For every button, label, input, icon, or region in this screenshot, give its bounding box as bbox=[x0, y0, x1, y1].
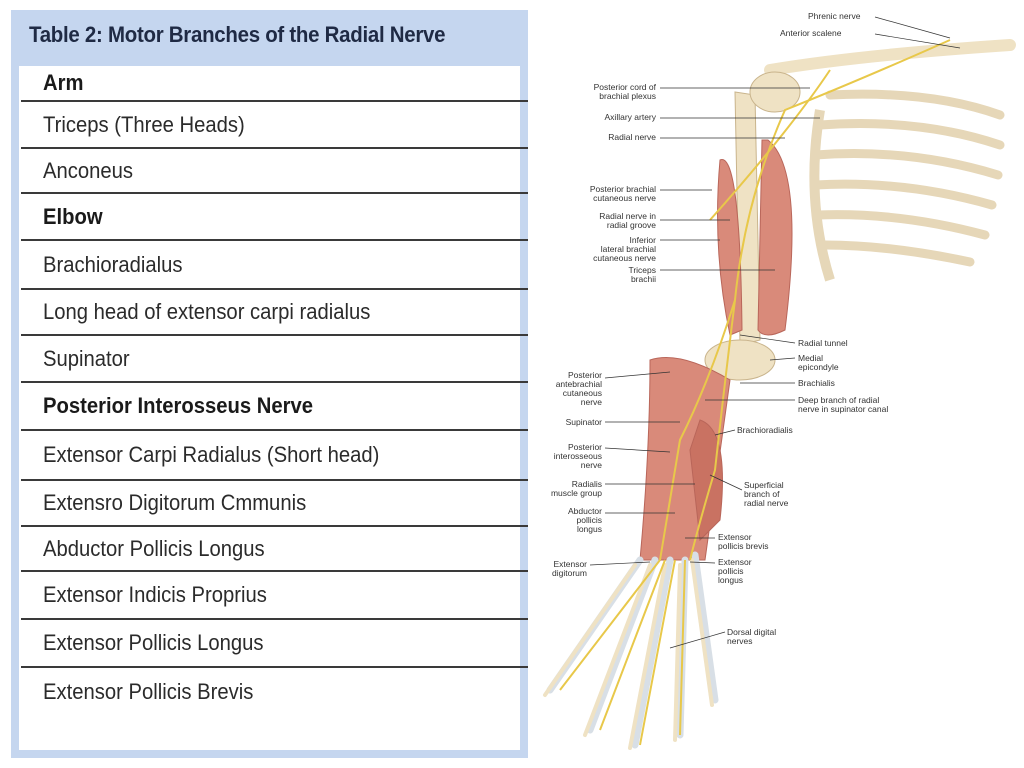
label-posterior-cord: Posterior cord of brachial plexus bbox=[593, 82, 656, 101]
table-row: Brachioradialus bbox=[21, 241, 528, 290]
label-deep-branch: Deep branch of radial nerve in supinator… bbox=[798, 395, 889, 414]
label-abductor-pollicis-longus: Abductor pollicis longus bbox=[567, 506, 602, 534]
hand-bones bbox=[543, 558, 714, 750]
muscle-name: Extensor Indicis Proprius bbox=[43, 582, 267, 607]
muscle-name: Extensor Pollicis Longus bbox=[43, 630, 264, 655]
label-dorsal-digital-nerves: Dorsal digital nerves bbox=[727, 627, 777, 646]
brachioradialis bbox=[689, 419, 723, 542]
label-anterior-scalene: Anterior scalene bbox=[780, 28, 842, 38]
radial-nerve-illustration: Phrenic nerve Anterior scalene Posterior… bbox=[530, 0, 1024, 768]
label-brachioradialis: Brachioradialis bbox=[737, 425, 793, 435]
label-extensor-pollicis-brevis: Extensor pollicis brevis bbox=[718, 532, 769, 551]
label-medial-epicondyle: Medial epicondyle bbox=[798, 353, 839, 372]
label-posterior-brachial-cutaneous: Posterior brachial cutaneous nerve bbox=[589, 184, 656, 203]
elbow bbox=[704, 339, 776, 381]
muscle-name: Long head of extensor carpi radialus bbox=[43, 299, 371, 324]
label-inferior-lateral-brachial: Inferior lateral brachial cutaneous nerv… bbox=[593, 235, 656, 263]
label-radial-nerve-groove: Radial nerve in radial groove bbox=[599, 211, 656, 230]
section-heading: Posterior Interosseus Nerve bbox=[43, 393, 313, 418]
table-row: Extensor Indicis Proprius bbox=[21, 572, 528, 620]
clavicle bbox=[764, 39, 1016, 76]
muscle-name: Abductor Pollicis Longus bbox=[43, 535, 265, 561]
muscle-name: Supinator bbox=[43, 345, 130, 371]
label-radial-tunnel: Radial tunnel bbox=[798, 338, 848, 348]
radial-nerve bbox=[559, 39, 951, 746]
table-section-row: Posterior Interosseus Nerve bbox=[21, 383, 528, 431]
table-row: Extensor Carpi Radialus (Short head) bbox=[21, 431, 528, 481]
label-radialis-muscle-group: Radialis muscle group bbox=[550, 479, 602, 498]
section-heading: Elbow bbox=[43, 203, 103, 229]
table-row: Extensor Pollicis Brevis bbox=[21, 668, 528, 716]
table-row: Supinator bbox=[21, 336, 528, 383]
label-posterior-antebrachial: Posterior antebrachial cutaneous nerve bbox=[555, 370, 602, 407]
section-heading: Arm bbox=[43, 70, 84, 95]
triceps bbox=[757, 139, 793, 336]
label-extensor-pollicis-longus: Extensor pollicis longus bbox=[718, 557, 752, 585]
label-axillary-artery: Axillary artery bbox=[604, 112, 656, 122]
table-header: Table 2: Motor Branches of the Radial Ne… bbox=[11, 10, 528, 66]
anatomy-drawing bbox=[543, 16, 1016, 750]
table-section-row: Elbow bbox=[21, 194, 528, 241]
label-brachialis: Brachialis bbox=[798, 378, 835, 388]
label-superficial-branch: Superficial branch of radial nerve bbox=[744, 480, 789, 508]
rib-edge bbox=[809, 109, 835, 282]
label-posterior-interosseous: Posterior interosseous nerve bbox=[553, 442, 602, 470]
muscle-name: Extensro Digitorum Cmmunis bbox=[43, 490, 307, 515]
label-triceps-brachii: Triceps brachii bbox=[628, 265, 656, 284]
muscle-name: Extensor Pollicis Brevis bbox=[43, 679, 254, 704]
motor-branches-table: Table 2: Motor Branches of the Radial Ne… bbox=[11, 10, 528, 758]
label-radial-nerve: Radial nerve bbox=[608, 132, 656, 142]
muscle-name: Extensor Carpi Radialus (Short head) bbox=[43, 442, 380, 467]
humeral-head bbox=[749, 71, 801, 113]
label-phrenic-nerve: Phrenic nerve bbox=[808, 11, 861, 21]
table-section-row: Arm bbox=[21, 66, 528, 102]
label-extensor-digitorum: Extensor digitorum bbox=[552, 559, 587, 578]
table-row: Triceps (Three Heads) bbox=[21, 102, 528, 149]
table-row: Anconeus bbox=[21, 149, 528, 194]
rib-cage bbox=[810, 89, 1005, 267]
table-title: Table 2: Motor Branches of the Radial Ne… bbox=[29, 22, 446, 47]
label-supinator: Supinator bbox=[565, 417, 602, 427]
leader-lines bbox=[589, 16, 961, 649]
muscle-name: Triceps (Three Heads) bbox=[43, 111, 245, 137]
table-row: Extensor Pollicis Longus bbox=[21, 620, 528, 668]
muscle-name: Anconeus bbox=[43, 157, 134, 183]
muscle-name: Brachioradialus bbox=[43, 251, 183, 277]
table-row: Long head of extensor carpi radialus bbox=[21, 290, 528, 336]
table-row: Abductor Pollicis Longus bbox=[21, 527, 528, 572]
table-row: Extensro Digitorum Cmmunis bbox=[21, 481, 528, 527]
